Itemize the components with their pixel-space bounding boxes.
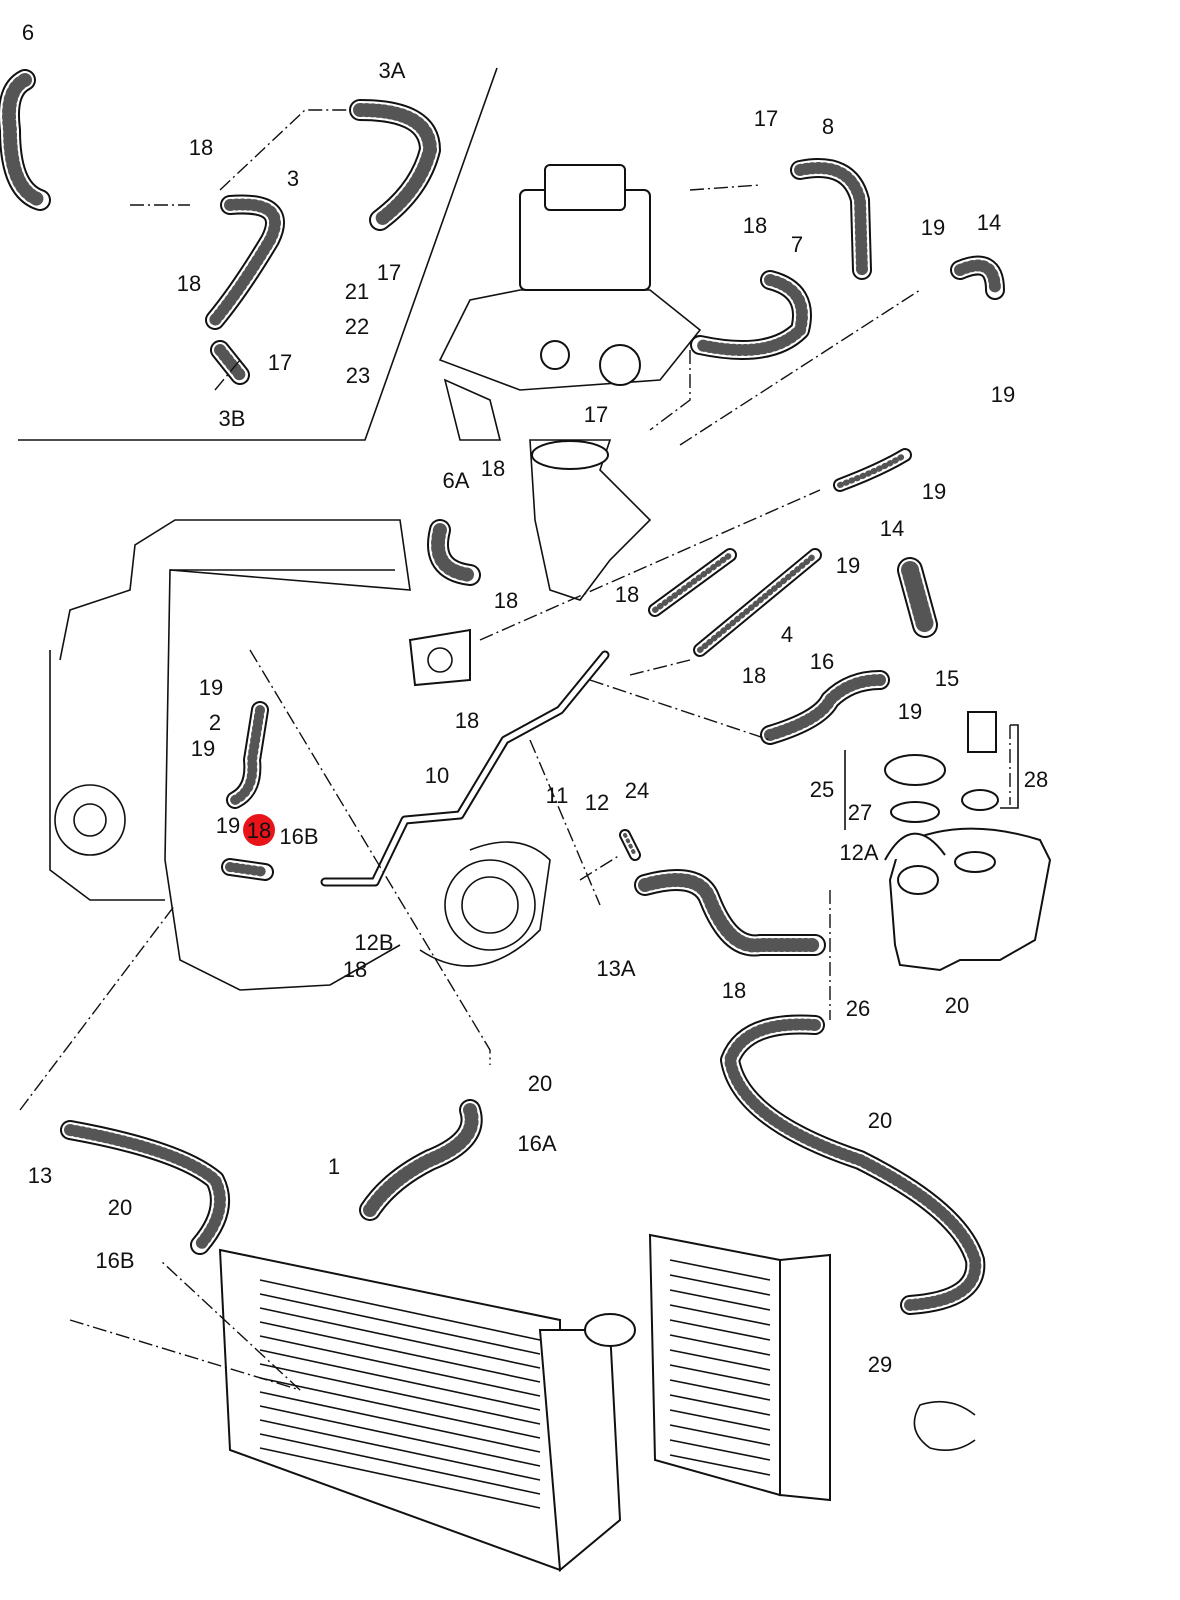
hose-3a	[349, 99, 441, 231]
hose-16	[760, 670, 890, 745]
hose-16a	[720, 1014, 986, 1315]
part-label-13: 13	[28, 1163, 52, 1188]
part-label-3a: 3A	[379, 58, 406, 83]
part-label-19: 19	[991, 382, 1015, 407]
part-label-16b: 16B	[95, 1248, 134, 1273]
hose-1	[60, 1120, 230, 1255]
part-label-18: 18	[615, 582, 639, 607]
part-label-7: 7	[791, 232, 803, 257]
hose-8	[790, 158, 872, 280]
hose-14	[950, 255, 1005, 300]
part-label-14: 14	[880, 516, 904, 541]
expansion-tank-26	[884, 711, 1052, 972]
part-label-19: 19	[898, 699, 922, 724]
part-label-18: 18	[247, 818, 271, 843]
highlight-marker	[243, 814, 275, 846]
part-label-18: 18	[494, 588, 518, 613]
hose-14b	[833, 448, 912, 492]
part-label-8: 8	[822, 114, 834, 139]
part-label-12: 12	[585, 790, 609, 815]
part-label-22: 22	[345, 314, 369, 339]
part-label-28: 28	[1024, 767, 1048, 792]
part-label-18: 18	[189, 135, 213, 160]
hose-9	[221, 858, 274, 881]
hose-4	[693, 548, 822, 657]
hose-7	[690, 270, 812, 360]
part-label-15: 15	[935, 666, 959, 691]
part-label-17: 17	[754, 106, 778, 131]
part-label-18: 18	[455, 708, 479, 733]
part-label-25: 25	[810, 777, 834, 802]
hoses	[0, 69, 1005, 1315]
part-label-3: 3	[287, 166, 299, 191]
part-label-19: 19	[836, 553, 860, 578]
part-label-17: 17	[584, 402, 608, 427]
part-label-19: 19	[922, 479, 946, 504]
part-label-12b: 12B	[354, 930, 393, 955]
hose-4b	[648, 548, 737, 617]
part-label-19: 19	[199, 675, 223, 700]
part-label-20: 20	[945, 993, 969, 1018]
part-label-18: 18	[481, 456, 505, 481]
part-label-20: 20	[868, 1108, 892, 1133]
part-label-18: 18	[722, 978, 746, 1003]
part-label-18: 18	[743, 213, 767, 238]
part-label-3b: 3B	[219, 406, 246, 431]
part-label-21: 21	[345, 279, 369, 304]
part-label-19: 19	[921, 215, 945, 240]
part-label-17: 17	[377, 260, 401, 285]
hose-24	[619, 829, 641, 861]
assembly-lines	[19, 109, 1019, 1391]
part-label-26: 26	[846, 996, 870, 1021]
part-label-11: 11	[546, 783, 569, 808]
part-label-19: 19	[191, 736, 215, 761]
hose-13	[359, 1099, 483, 1221]
thermostat-housing	[408, 628, 471, 687]
part-label-27: 27	[848, 800, 872, 825]
part-label-20: 20	[528, 1071, 552, 1096]
part-label-18: 18	[177, 271, 201, 296]
part-label-12a: 12A	[839, 840, 878, 865]
engine-block	[49, 519, 551, 991]
carburettor	[438, 164, 702, 601]
part-label-16b: 16B	[279, 824, 318, 849]
part-label-29: 29	[868, 1352, 892, 1377]
hose-3b	[210, 340, 250, 385]
part-label-1: 1	[328, 1154, 340, 1179]
radiator	[218, 1248, 636, 1572]
hose-2	[226, 701, 269, 809]
hose-6a	[427, 519, 481, 586]
inset-border	[18, 67, 498, 441]
part-label-13a: 13A	[596, 956, 635, 981]
part-label-16: 16	[810, 649, 834, 674]
hose-3	[205, 194, 285, 330]
metal-pipe-10	[320, 650, 610, 887]
part-label-18: 18	[343, 957, 367, 982]
part-label-16a: 16A	[517, 1131, 556, 1156]
clamp-29	[913, 1400, 976, 1451]
part-label-4: 4	[781, 622, 793, 647]
part-label-18: 18	[742, 663, 766, 688]
radiator-side-view	[648, 1233, 831, 1502]
part-label-14: 14	[977, 210, 1001, 235]
part-label-10: 10	[425, 763, 449, 788]
part-label-20: 20	[108, 1195, 132, 1220]
part-label-19: 19	[216, 813, 240, 838]
part-label-24: 24	[625, 778, 649, 803]
part-label-23: 23	[346, 363, 370, 388]
part-label-17: 17	[268, 350, 292, 375]
hose-15	[897, 557, 938, 638]
part-label-6: 6	[22, 20, 34, 45]
hose-6	[0, 69, 51, 211]
part-label-2: 2	[209, 710, 221, 735]
part-label-6a: 6A	[443, 468, 470, 493]
hose-13a	[634, 869, 826, 957]
